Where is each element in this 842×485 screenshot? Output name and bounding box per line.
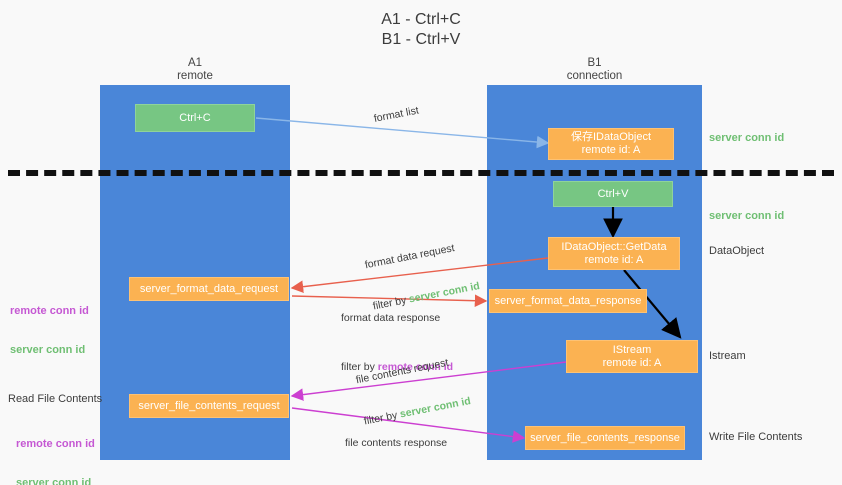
box-istream[interactable]: IStream remote id: A: [566, 340, 698, 373]
box-server-format-data-response[interactable]: server_format_data_response: [489, 289, 647, 313]
edge-label-format-data-response-line1: format data response: [341, 312, 441, 324]
edge-label-file-contents-response-line1: file contents response: [345, 437, 448, 449]
note-server-conn-id-mid: server conn id: [709, 210, 785, 222]
lane-header-a1: A1 remote: [177, 57, 213, 82]
edge-label-file-contents-request-line1: file contents request: [354, 356, 450, 387]
note-read-file-contents: Read File Contents: [8, 393, 103, 405]
dashed-divider: [8, 170, 834, 176]
edge-label-file-contents-response: file contents response filter by remote …: [345, 408, 451, 485]
edge-label-format-data-request-line1: format data request: [363, 242, 456, 272]
note-conn-ids-bottom: remote conn id server conn id: [16, 412, 95, 485]
edge-label-format-data-response-filter: filter by remote conn id: [341, 361, 454, 373]
note-server-conn-id-top: server conn id: [709, 132, 785, 144]
note-remote-conn-id-1: remote conn id: [10, 305, 89, 317]
box-save-idataobject-line2: remote id: A: [581, 144, 641, 156]
filter-value-remote-conn-id: remote conn id: [377, 361, 454, 373]
edge-label-format-list: format list: [372, 104, 420, 125]
note-write-file-contents: Write File Contents: [709, 431, 803, 443]
note-server-conn-id-1: server conn id: [10, 344, 86, 356]
note-server-conn-id-2: server conn id: [16, 477, 92, 485]
box-istream-line1: IStream: [612, 343, 652, 356]
box-server-file-contents-response[interactable]: server_file_contents_response: [525, 426, 685, 450]
box-save-idataobject[interactable]: 保存IDataObject remote id: A: [548, 128, 674, 160]
box-getdata-line2: remote id: A: [584, 253, 644, 266]
note-conn-ids-top: remote conn id server conn id: [10, 279, 89, 383]
lane-header-b1: B1 connection: [566, 57, 623, 82]
box-server-file-contents-request[interactable]: server_file_contents_request: [129, 394, 289, 418]
box-getdata-line1: IDataObject::GetData: [561, 240, 667, 253]
box-save-idataobject-line1: 保存IDataObject: [570, 131, 652, 143]
box-server-format-data-request[interactable]: server_format_data_request: [129, 277, 289, 301]
note-remote-conn-id-2: remote conn id: [16, 438, 95, 450]
box-ctrl-v[interactable]: Ctrl+V: [553, 181, 673, 207]
box-istream-line2: remote id: A: [602, 356, 662, 369]
page-title: A1 - Ctrl+C B1 - Ctrl+V: [381, 11, 461, 48]
note-dataobject: DataObject: [709, 245, 765, 257]
note-istream: Istream: [709, 350, 746, 362]
box-ctrl-c[interactable]: Ctrl+C: [135, 104, 255, 132]
edge-label-format-data-response: format data response filter by remote co…: [341, 283, 453, 402]
box-idataobject-getdata[interactable]: IDataObject::GetData remote id: A: [548, 237, 680, 270]
